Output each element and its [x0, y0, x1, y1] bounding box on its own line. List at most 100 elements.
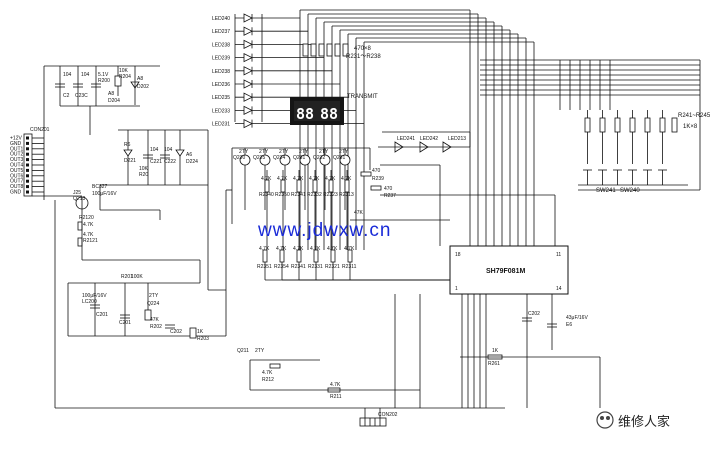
chip-pin-4: 14	[556, 286, 562, 292]
transistor-value: 2TY	[279, 149, 289, 155]
connector-bottom-label: CON202	[378, 412, 398, 418]
chip-pin-1: 18	[455, 252, 461, 258]
lmid-c221: C221	[150, 159, 162, 165]
resistor	[614, 117, 621, 133]
transistor-value: 2TY	[339, 149, 349, 155]
resistor-value: 4.7K	[310, 246, 321, 252]
bl-r202: R202	[150, 324, 162, 330]
resistor-value: 4.7K	[293, 176, 304, 182]
bottom-right-section: C202 43μF/16V E6 1K R261	[460, 294, 600, 408]
lmid-cap1: 104	[150, 147, 159, 153]
bl-1k: 1K	[197, 329, 204, 335]
ltr-j25: J25	[73, 190, 81, 196]
r237-name: R237	[384, 193, 396, 199]
switch-label-2: SW240	[620, 188, 640, 194]
ltop-d204: D204	[108, 98, 120, 104]
bm-47k: 4.7K	[262, 370, 273, 376]
ltop-d202: D202	[137, 84, 149, 90]
br-e6: E6	[566, 322, 572, 328]
ltr-4k7-2: 4.7K	[83, 232, 94, 238]
r239-name: R239	[372, 176, 384, 182]
connector-top-label: CON201	[30, 127, 50, 133]
ltop-name-1: C2	[63, 93, 70, 99]
led-icon	[243, 79, 253, 89]
resistor-label: R2332	[307, 192, 322, 198]
resistor-value: 4.7K	[325, 176, 336, 182]
right-res-label2: 1K×8	[683, 124, 698, 130]
led-label: LED237	[212, 29, 230, 35]
led-label: LED236	[212, 82, 230, 88]
resistor-value: 4.7K	[341, 176, 352, 182]
bm-47k2: 4.7K	[330, 382, 341, 388]
resistor-label: R2341	[291, 192, 306, 198]
ltr-q213: Q213	[73, 196, 85, 202]
r237-val: 470	[384, 186, 393, 192]
left-top-section: 104 104 C2 C23C 5.1V R200 10K R204 A8 D2…	[43, 65, 160, 200]
resistor	[334, 43, 341, 57]
ltop-r204: R204	[119, 74, 131, 80]
bl-47k: 47K	[150, 317, 160, 323]
display-digits-right: 88	[320, 105, 338, 123]
led-icon	[243, 105, 253, 116]
vertical-bus-lines	[299, 9, 701, 250]
ltr-cap: 100μF/16V	[92, 191, 117, 197]
resistor-label: R2354	[274, 264, 289, 270]
lmid-a6: A6	[186, 152, 192, 158]
led-icon	[243, 118, 253, 129]
led-icon	[243, 66, 253, 76]
chip-pin-2: 11	[556, 252, 561, 258]
resistor-label: R2321	[325, 264, 340, 270]
ltop-a8: A8	[137, 76, 143, 82]
lmid-c222: C222	[164, 159, 176, 165]
led-label: LED235	[212, 95, 230, 101]
bm-r211: R211	[330, 394, 342, 400]
bl-c201b: C201	[119, 320, 131, 326]
resistor-value: 4.7K	[293, 246, 304, 252]
bl-100k: 100K	[131, 274, 143, 280]
led-label: LED240	[212, 16, 230, 22]
connector-pin-label: +12V	[10, 136, 22, 142]
ltop-v: 5.1V	[98, 72, 109, 78]
resistor-value: 4.7K	[344, 246, 355, 252]
resistor-value: 4.7K	[261, 176, 272, 182]
resistor-value: 4.7K	[309, 176, 320, 182]
led-icon	[243, 39, 253, 50]
resistor	[629, 117, 636, 133]
bl-r203: R203	[197, 336, 209, 342]
res-array-label: 470×8	[354, 46, 372, 52]
resistor	[318, 43, 325, 57]
ltr-4k7-1: 4.7K	[83, 222, 94, 228]
resistor	[302, 43, 309, 57]
resistor-label: R2331	[308, 264, 323, 270]
resistor-value: 4.7K	[259, 246, 270, 252]
br-c202: C202	[528, 311, 540, 317]
resistor	[310, 43, 317, 57]
resistor	[599, 117, 606, 133]
ltop-a8b: A8	[108, 91, 114, 97]
ltop-r200: R200	[98, 78, 110, 84]
brand-logo-icon	[596, 411, 614, 429]
bl-r201: R201	[121, 274, 133, 280]
connector-pin-label: OUT7	[10, 179, 24, 185]
resistor-label: R2313	[339, 192, 354, 198]
chip-label: SH79F081M	[486, 268, 525, 275]
resistor-value: 4.7K	[277, 176, 288, 182]
resistor	[644, 117, 651, 133]
transistor-label: Q230	[233, 155, 245, 161]
resistor-value: 4.7K	[327, 246, 338, 252]
bl-c202: C202	[170, 329, 182, 335]
connector-pin-label: OUT6	[10, 173, 24, 179]
led-label: LED238	[212, 42, 230, 48]
lmid-r6: R6	[124, 142, 131, 148]
resistor-label: R2341	[291, 264, 306, 270]
transistor-label: Q231	[293, 155, 305, 161]
ltop-cap-1: 104	[63, 72, 72, 78]
resistor	[584, 117, 591, 133]
right-res-label: R241~R245	[678, 113, 711, 119]
transistor-value: 2TY	[239, 149, 249, 155]
transistor-label: Q232	[313, 155, 325, 161]
ltop-name-2: C23C	[75, 93, 88, 99]
brand-mark: 维修人家	[596, 411, 670, 429]
led-label: LED231	[212, 122, 230, 128]
right-resistor-bank: R241~R245 1K×8 SW241 SW240	[578, 110, 711, 194]
